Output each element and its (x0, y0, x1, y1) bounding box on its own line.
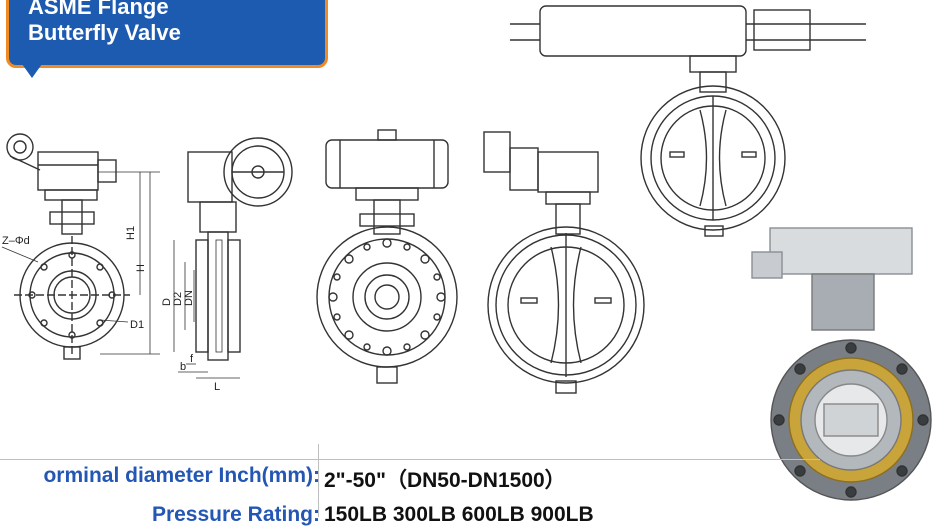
dim-label-d: D (161, 298, 173, 306)
dim-label-dn: DN (183, 290, 195, 306)
dim-label-f: f (190, 353, 194, 365)
dim-label-z-phi-d: Z–Φd (2, 235, 30, 247)
valve-photo (751, 227, 932, 501)
title-line-2: Butterfly Valve (28, 20, 181, 45)
title-callout (6, 0, 328, 68)
drawing-electric-front (483, 131, 645, 394)
dim-label-h1: H1 (125, 226, 137, 240)
title-text: ASME Flange Butterfly Valve (28, 0, 181, 46)
drawing-gear-front (1, 133, 160, 360)
drawing-pneumatic-front (316, 129, 458, 384)
dim-label-d2: D2 (172, 292, 184, 306)
drawing-side-view (173, 137, 293, 379)
dim-label-d1: D1 (130, 319, 144, 331)
spec-column-divider (318, 444, 319, 517)
spec-label-pressure: Pressure Rating: (151, 503, 320, 526)
dim-label-l: L (214, 381, 220, 393)
dim-label-b: b (180, 361, 186, 373)
dim-label-h: H (135, 264, 147, 272)
spec-value-diameter: 2"-50"（DN50-DN1500） (324, 469, 566, 492)
spec-value-pressure: 150LB 300LB 600LB 900LB (324, 503, 594, 526)
spec-label-diameter: orminal diameter Inch(mm): (43, 464, 320, 487)
title-line-1: ASME Flange (28, 0, 169, 19)
drawing-top-right (510, 5, 866, 237)
spec-row-divider (0, 459, 820, 460)
callout-tail (22, 64, 42, 78)
